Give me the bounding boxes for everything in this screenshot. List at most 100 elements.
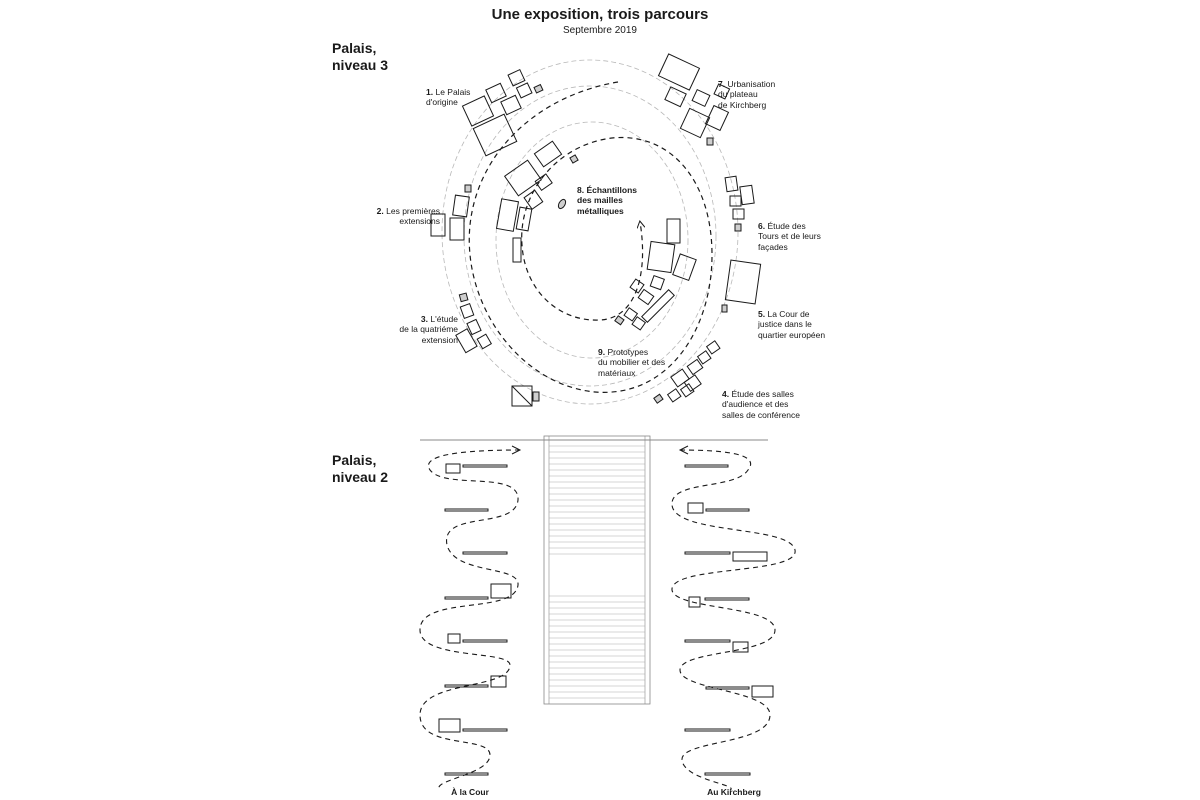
outer-guide-ring <box>441 59 739 405</box>
station-text: Étude des Tours et de leurs façades <box>758 220 821 252</box>
exhibit-box <box>452 194 470 218</box>
level-2-plan <box>419 435 796 791</box>
material-sample <box>557 198 567 210</box>
exhibit-box <box>637 288 655 306</box>
exhibit-box <box>657 53 701 91</box>
station-text: L'étude de la quatriéme extension <box>399 313 458 345</box>
exhibit-box <box>713 83 731 100</box>
exhibit-box <box>472 113 518 157</box>
exhibit-box <box>724 259 762 305</box>
station-text: Étude des salles d'audience et des salle… <box>722 388 800 420</box>
station-label-6: 6. Étude des Tours et de leurs façades <box>758 210 821 252</box>
station-label-8: 8. Échantillons des mailles métalliques <box>577 174 637 216</box>
exhibit-box-small <box>706 137 714 146</box>
exhibit-box <box>691 88 711 108</box>
exhibit-box <box>666 218 681 244</box>
exhibit-box <box>495 198 520 232</box>
exhibit-box-small <box>464 184 472 193</box>
exhibit-box <box>729 195 742 207</box>
exhibit-box <box>704 104 730 132</box>
exhibit-box <box>449 217 465 241</box>
station-text: Urbanisation du plateau de Kirchberg <box>718 78 776 110</box>
diagram-title: Une exposition, trois parcours <box>491 6 709 23</box>
exhibit-box <box>512 237 522 263</box>
exit-label-kirchberg: Au Kirchberg <box>707 787 761 797</box>
exhibit-box <box>534 173 553 192</box>
exhibit-box <box>430 213 446 237</box>
central-stairs <box>543 435 651 705</box>
diagram-subtitle: Septembre 2019 <box>563 25 637 36</box>
station-number: 5. <box>758 308 766 319</box>
station-text: Échantillons des mailles métalliques <box>577 184 638 216</box>
exhibit-box <box>629 278 645 294</box>
station-number: 4. <box>722 388 730 399</box>
station-number: 6. <box>758 220 766 231</box>
exhibit-box <box>476 333 493 350</box>
exhibit-box <box>461 95 495 127</box>
exhibit-box <box>672 253 697 282</box>
station-label-4: 4. Étude des salles d'audience et des sa… <box>722 378 800 420</box>
station-text: La Cour de justice dans le quartier euro… <box>758 308 826 340</box>
left-exhibits <box>438 463 512 776</box>
exhibit-box <box>686 358 704 376</box>
exhibit-box <box>705 340 721 355</box>
exhibit-box-small <box>653 393 664 404</box>
station-number: 7. <box>718 78 726 89</box>
exhibit-box <box>696 350 712 365</box>
exhibit-box <box>649 274 665 291</box>
level-2-heading: Palais, niveau 2 <box>332 452 389 485</box>
exhibit-box-small <box>532 391 540 402</box>
right-exhibits <box>684 464 774 776</box>
spiral-visitor-path <box>468 81 713 393</box>
exhibit-box <box>507 68 526 87</box>
exhibit-box <box>500 94 522 116</box>
exhibit-box <box>523 189 544 210</box>
exhibit-box <box>515 82 533 99</box>
exhibit-box <box>724 175 739 193</box>
station-label-1: 1. Le Palais d'origine <box>426 76 470 108</box>
exhibit-box-small <box>569 154 579 164</box>
exhibit-box <box>646 240 676 274</box>
left-serpentine-path <box>419 449 521 791</box>
exhibit-box <box>664 86 687 108</box>
exhibit-box <box>623 307 639 322</box>
station-text: Prototypes du mobilier et des matériaux <box>598 346 666 378</box>
exhibit-box <box>683 374 702 393</box>
exhibit-box <box>459 303 475 319</box>
exhibit-box <box>466 318 482 336</box>
exhibit-box <box>739 184 755 206</box>
station-text: Les premières extensions <box>386 205 440 227</box>
exhibit-box <box>679 107 711 139</box>
station-number: 1. <box>426 86 434 97</box>
exhibit-box-small <box>533 83 544 94</box>
station-label-2: 2. Les premières extensions <box>362 195 440 227</box>
entrance-block <box>511 385 533 407</box>
exit-label-cour: À la Cour <box>451 787 489 797</box>
right-serpentine-path <box>671 449 796 791</box>
station-number: 3. <box>420 313 428 324</box>
exhibit-box-small <box>614 315 625 326</box>
exhibit-box-small <box>458 292 469 303</box>
station-number: 9. <box>598 346 606 357</box>
station-label-9: 9. Prototypes du mobilier et des matéria… <box>598 336 665 378</box>
exhibit-box <box>455 328 478 354</box>
exhibit-box <box>670 368 690 388</box>
station-number: 2. <box>376 205 384 216</box>
station-text: Le Palais d'origine <box>426 86 471 108</box>
station-label-5: 5. La Cour de justice dans le quartier e… <box>758 298 825 340</box>
level-3-plan <box>430 53 762 407</box>
exhibit-box <box>679 383 695 398</box>
exhibit-box <box>533 140 563 168</box>
exhibit-box <box>641 289 675 323</box>
exhibit-box-small <box>721 304 728 313</box>
exhibit-box <box>732 208 745 220</box>
exhibit-box <box>485 82 507 104</box>
station-label-7: 7. Urbanisation du plateau de Kirchberg <box>718 68 775 110</box>
level-3-heading: Palais, niveau 3 <box>332 40 389 73</box>
exhibit-box <box>503 159 543 197</box>
exhibit-box-small <box>734 223 742 232</box>
exhibit-box <box>515 206 533 232</box>
station-label-3: 3. L'étude de la quatriéme extension <box>366 303 458 345</box>
exhibit-box <box>666 388 682 403</box>
